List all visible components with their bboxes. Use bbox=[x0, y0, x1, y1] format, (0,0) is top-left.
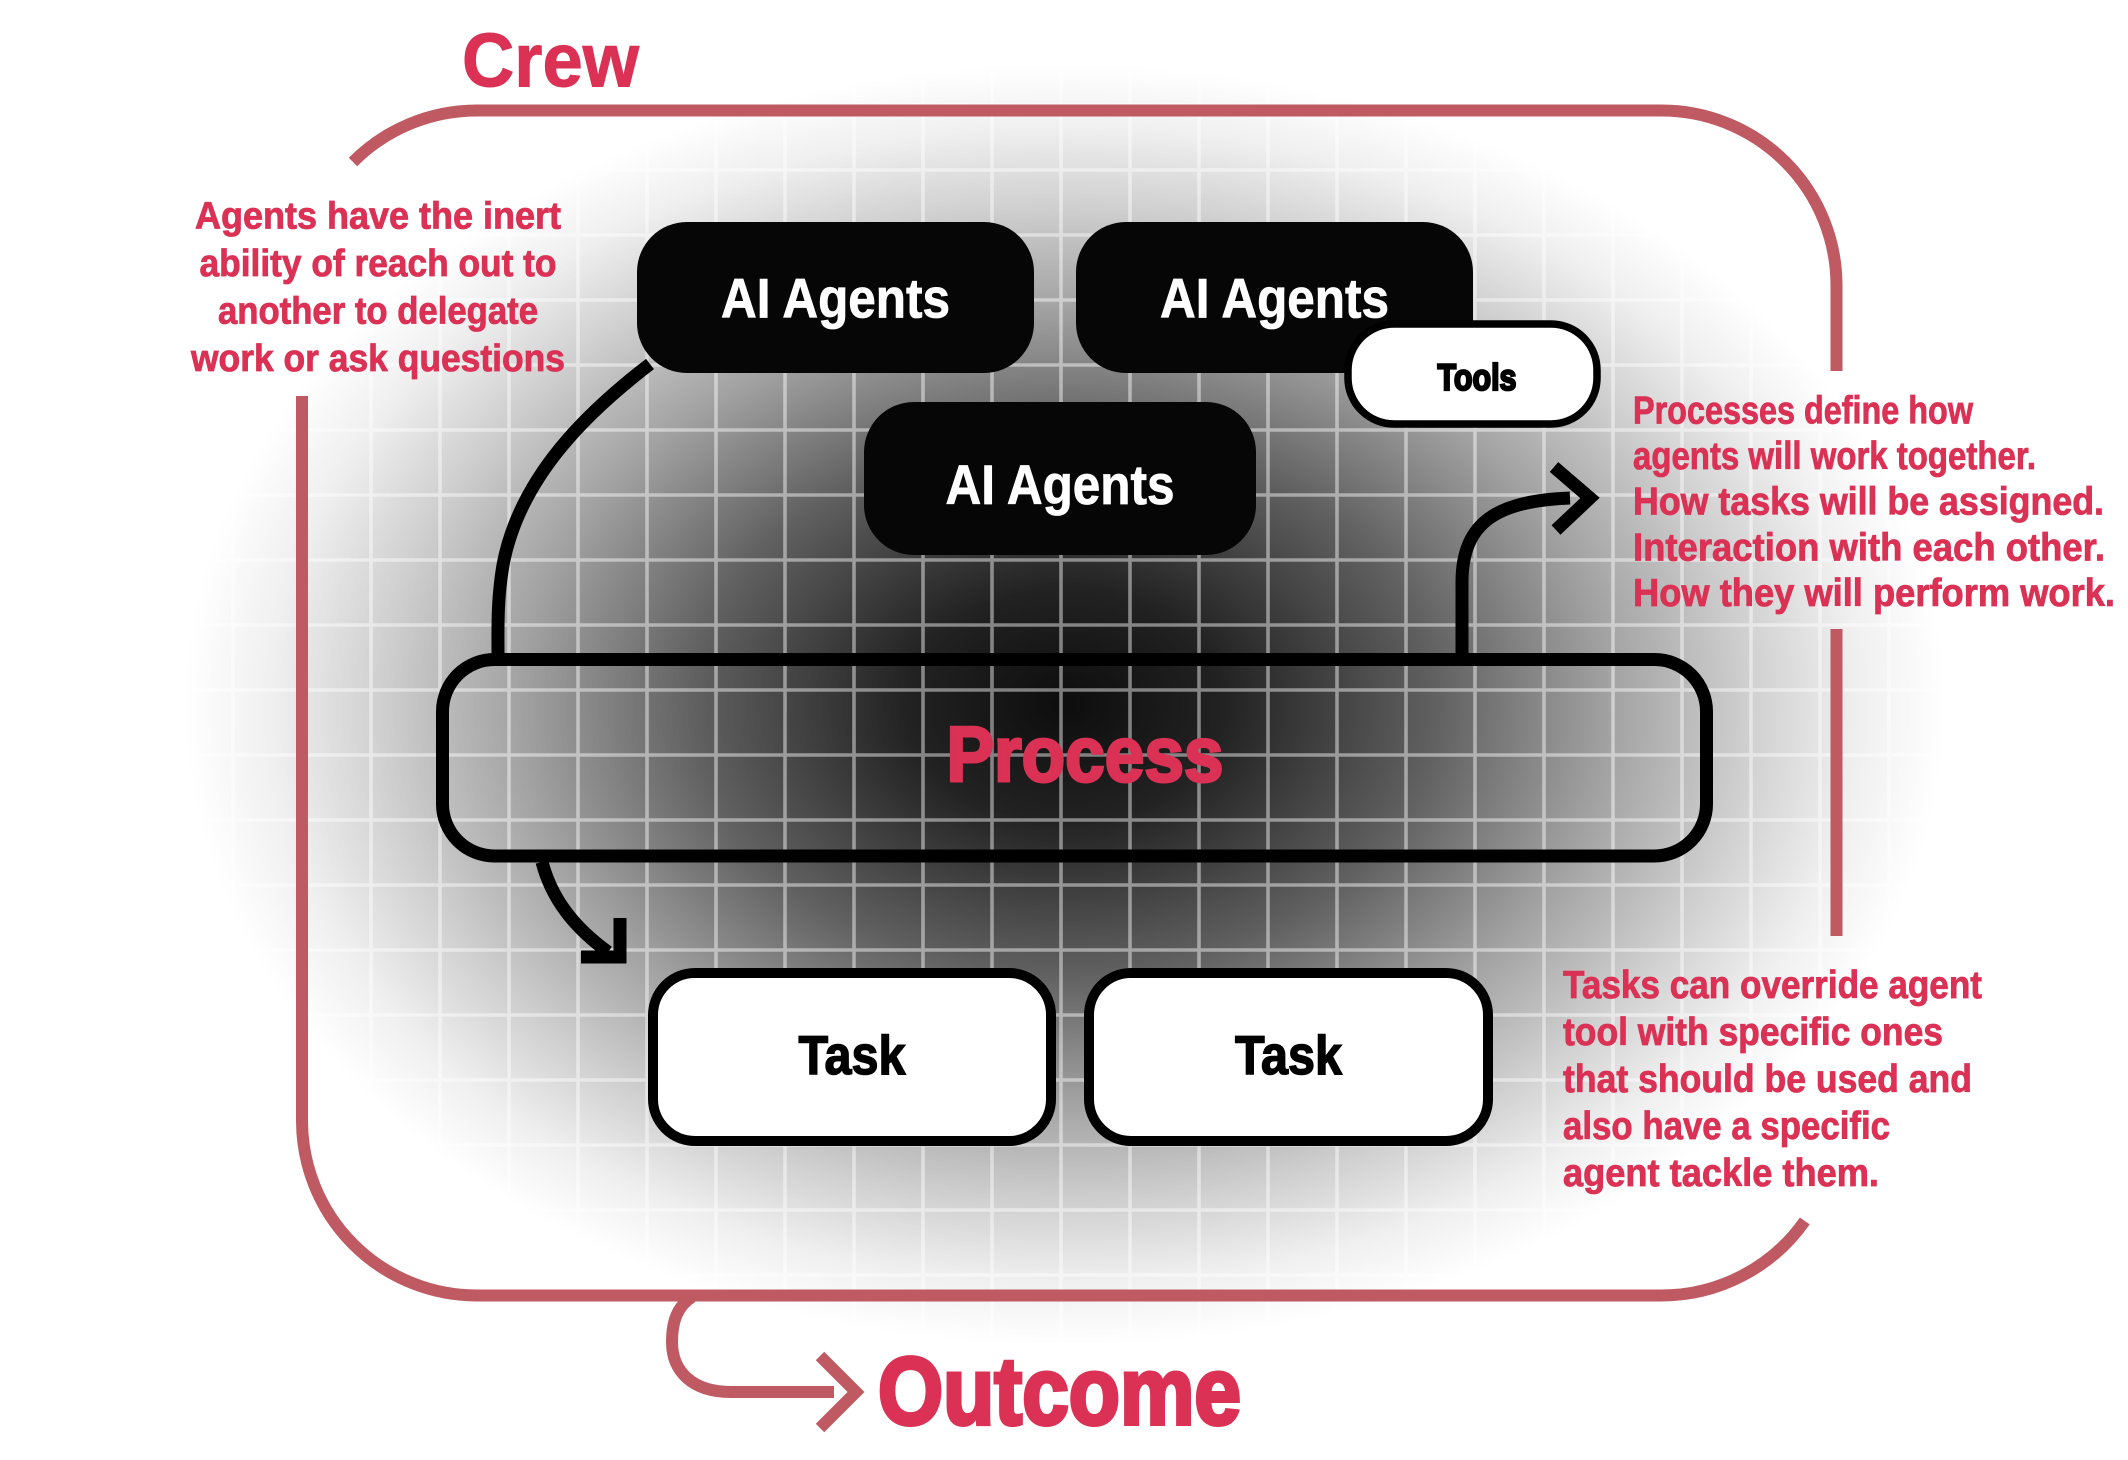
svg-text:Task: Task bbox=[799, 1024, 906, 1086]
svg-text:AI Agents: AI Agents bbox=[721, 267, 950, 330]
svg-text:ability of reach out to: ability of reach out to bbox=[200, 243, 557, 285]
svg-text:Outcome: Outcome bbox=[878, 1338, 1241, 1445]
svg-text:that should be used and: that should be used and bbox=[1563, 1058, 1972, 1101]
svg-text:Tasks can override agent: Tasks can override agent bbox=[1563, 964, 1982, 1007]
svg-text:agent tackle them.: agent tackle them. bbox=[1563, 1152, 1879, 1195]
svg-text:another to delegate: another to delegate bbox=[218, 291, 538, 333]
svg-text:Processes define how: Processes define how bbox=[1633, 390, 1974, 433]
svg-text:Task: Task bbox=[1235, 1024, 1342, 1086]
svg-text:How they will perform work.: How they will perform work. bbox=[1633, 572, 2115, 615]
svg-text:Tools: Tools bbox=[1438, 357, 1517, 398]
svg-text:also have a specific: also have a specific bbox=[1563, 1105, 1890, 1148]
svg-text:Process: Process bbox=[947, 710, 1224, 798]
svg-text:tool with specific ones: tool with specific ones bbox=[1563, 1011, 1943, 1054]
svg-text:AI Agents: AI Agents bbox=[946, 453, 1175, 516]
svg-text:agents will work together.: agents will work together. bbox=[1633, 435, 2036, 478]
svg-text:AI Agents: AI Agents bbox=[1160, 267, 1389, 330]
svg-text:How tasks will be assigned.: How tasks will be assigned. bbox=[1633, 481, 2104, 524]
svg-text:Agents have the inert: Agents have the inert bbox=[195, 196, 561, 238]
svg-text:work or ask questions: work or ask questions bbox=[190, 338, 565, 380]
svg-text:Interaction with each other.: Interaction with each other. bbox=[1633, 526, 2105, 569]
svg-text:Crew: Crew bbox=[462, 19, 640, 104]
